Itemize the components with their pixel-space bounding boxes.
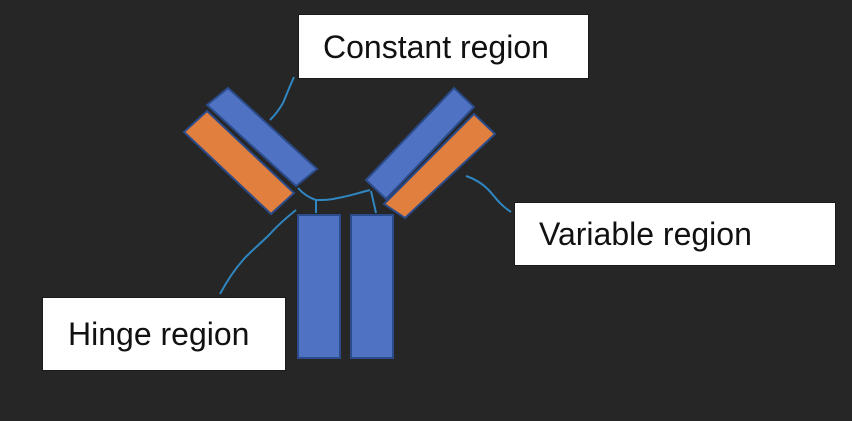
hinge-region-label: Hinge region (42, 297, 286, 371)
heavy-chain-right-stem (350, 214, 394, 359)
variable-region-leader-line (465, 175, 512, 213)
right-arm-variable-domain (382, 112, 497, 220)
hinge-links (297, 187, 377, 214)
left-arm-variable-domain (182, 109, 296, 216)
right-arm-constant-domain (364, 86, 476, 201)
heavy-chain-left-stem (297, 214, 341, 359)
left-arm-constant-domain (205, 86, 319, 188)
constant-region-leader-line (269, 76, 295, 121)
variable-region-label: Variable region (514, 202, 836, 266)
hinge-region-leader-line (219, 209, 297, 295)
constant-region-label: Constant region (298, 14, 589, 79)
